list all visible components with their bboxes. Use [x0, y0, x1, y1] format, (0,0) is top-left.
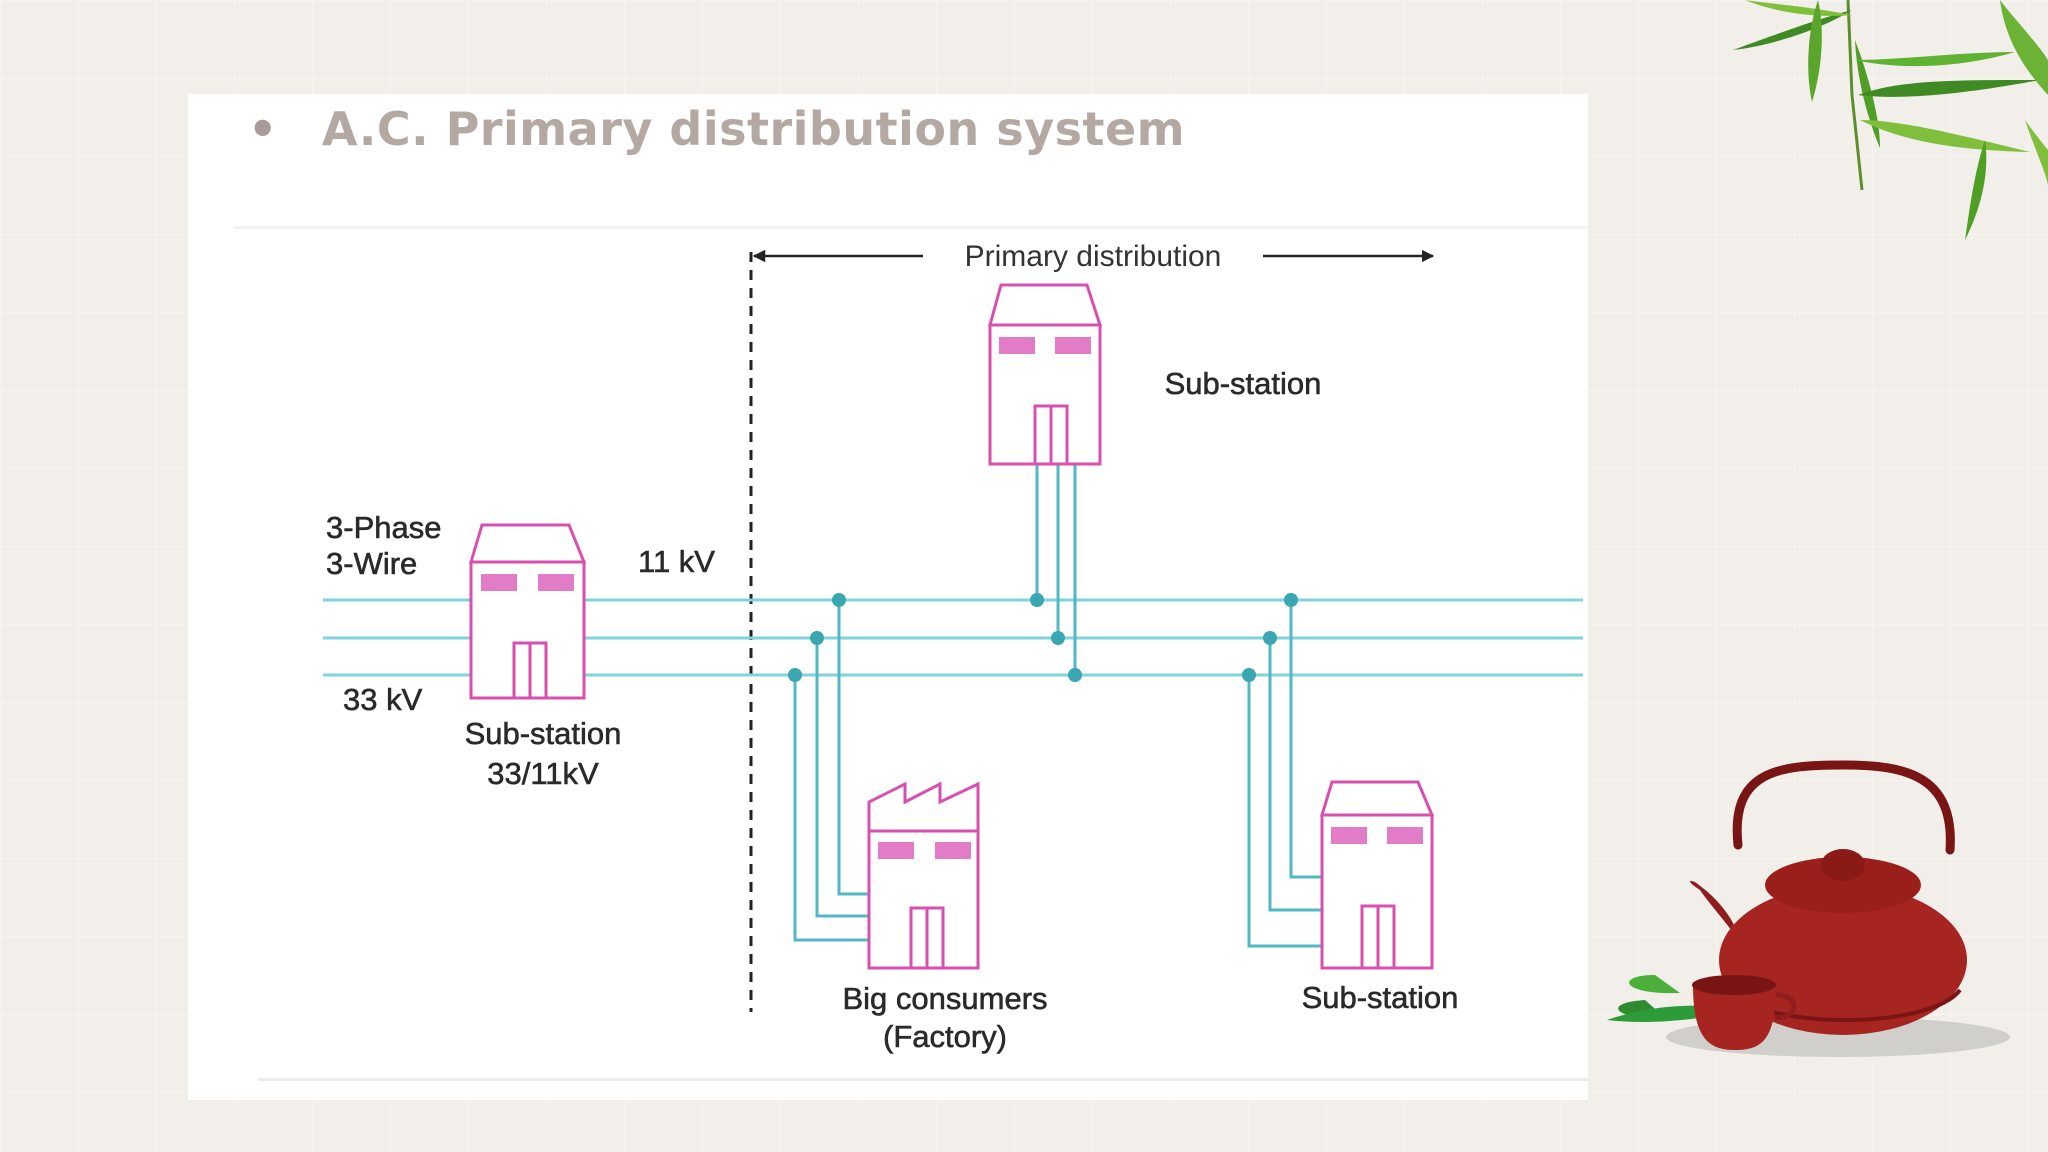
junction-dot — [1242, 668, 1256, 682]
main-substation-label: Sub-station — [465, 716, 622, 751]
junction-dot — [1263, 631, 1277, 645]
title-divider — [234, 226, 1588, 229]
distribution-diagram: Primary distribution — [323, 240, 1583, 1054]
main-substation-icon — [468, 523, 587, 700]
factory-icon — [867, 781, 980, 970]
factory-connectors — [793, 600, 869, 942]
bottom-divider — [258, 1078, 1588, 1081]
title-text: A.C. Primary distribution system — [321, 102, 1186, 156]
junction-dot — [1051, 631, 1065, 645]
title-bullet: • — [248, 102, 278, 156]
junction-dot — [1068, 668, 1082, 682]
primary-distribution-label: Primary distribution — [965, 240, 1222, 273]
teapot-icon — [1607, 760, 2010, 1057]
teacup-icon — [1692, 975, 1797, 1050]
right-substation-icon — [1319, 780, 1435, 970]
top-substation-icon — [988, 283, 1103, 466]
bamboo-leaves-icon — [1733, 0, 2048, 240]
distribution-voltage-label: 11 kV — [638, 544, 715, 579]
junction-dot — [810, 631, 824, 645]
top-substation-label: Sub-station — [1165, 366, 1322, 401]
factory-sublabel: (Factory) — [883, 1019, 1007, 1054]
top-substation-connectors — [1035, 464, 1077, 675]
feeder-voltage-label: 33 kV — [343, 682, 423, 717]
slide-title: • A.C. Primary distribution system — [248, 102, 1185, 156]
right-substation-label: Sub-station — [1302, 980, 1459, 1015]
junction-dot — [832, 593, 846, 607]
feeder-label-wire: 3-Wire — [326, 546, 417, 581]
junction-dot — [1030, 593, 1044, 607]
feeder-label-phase: 3-Phase — [326, 510, 441, 545]
main-substation-rating: 33/11kV — [487, 756, 599, 791]
junction-dot — [788, 668, 802, 682]
junction-dots — [788, 593, 1298, 682]
junction-dot — [1284, 593, 1298, 607]
right-substation-connectors — [1247, 600, 1322, 948]
factory-label: Big consumers — [842, 981, 1047, 1016]
slide-image: • A.C. Primary distribution system Primar… — [188, 94, 1588, 1100]
